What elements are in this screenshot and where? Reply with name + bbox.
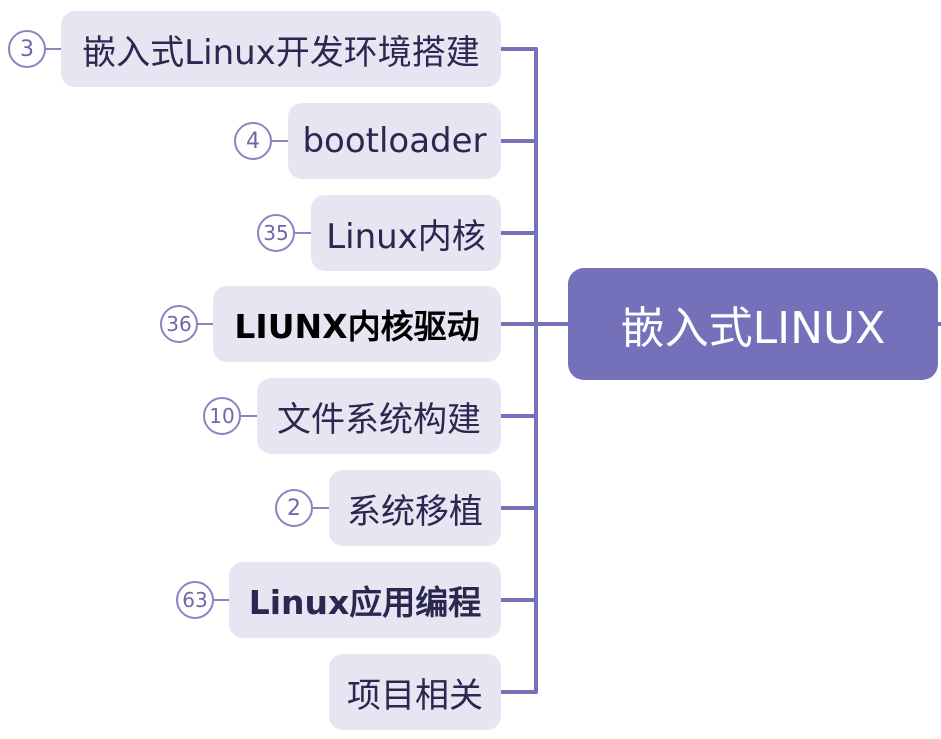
branch-topic-6[interactable]: 系统移植 xyxy=(329,470,501,546)
branch-topic-4[interactable]: LIUNX内核驱动 xyxy=(213,286,501,362)
branch-topic-1[interactable]: 嵌入式Linux开发环境搭建 xyxy=(61,11,501,87)
branch-count-badge-1[interactable]: 3 xyxy=(8,30,46,68)
branch-topic-5[interactable]: 文件系统构建 xyxy=(257,378,501,454)
branch-topic-7[interactable]: Linux应用编程 xyxy=(229,562,501,638)
branch-count-badge-7[interactable]: 63 xyxy=(176,581,214,619)
branch-count-badge-6[interactable]: 2 xyxy=(275,489,313,527)
branch-topic-8[interactable]: 项目相关 xyxy=(329,654,501,730)
central-topic[interactable]: 嵌入式LINUX xyxy=(568,268,938,380)
branch-count-badge-4[interactable]: 36 xyxy=(160,305,198,343)
branch-count-badge-5[interactable]: 10 xyxy=(203,397,241,435)
branch-topic-2[interactable]: bootloader xyxy=(288,103,501,179)
branch-count-badge-3[interactable]: 35 xyxy=(257,214,295,252)
branch-topic-3[interactable]: Linux内核 xyxy=(311,195,501,271)
branch-count-badge-2[interactable]: 4 xyxy=(234,122,272,160)
